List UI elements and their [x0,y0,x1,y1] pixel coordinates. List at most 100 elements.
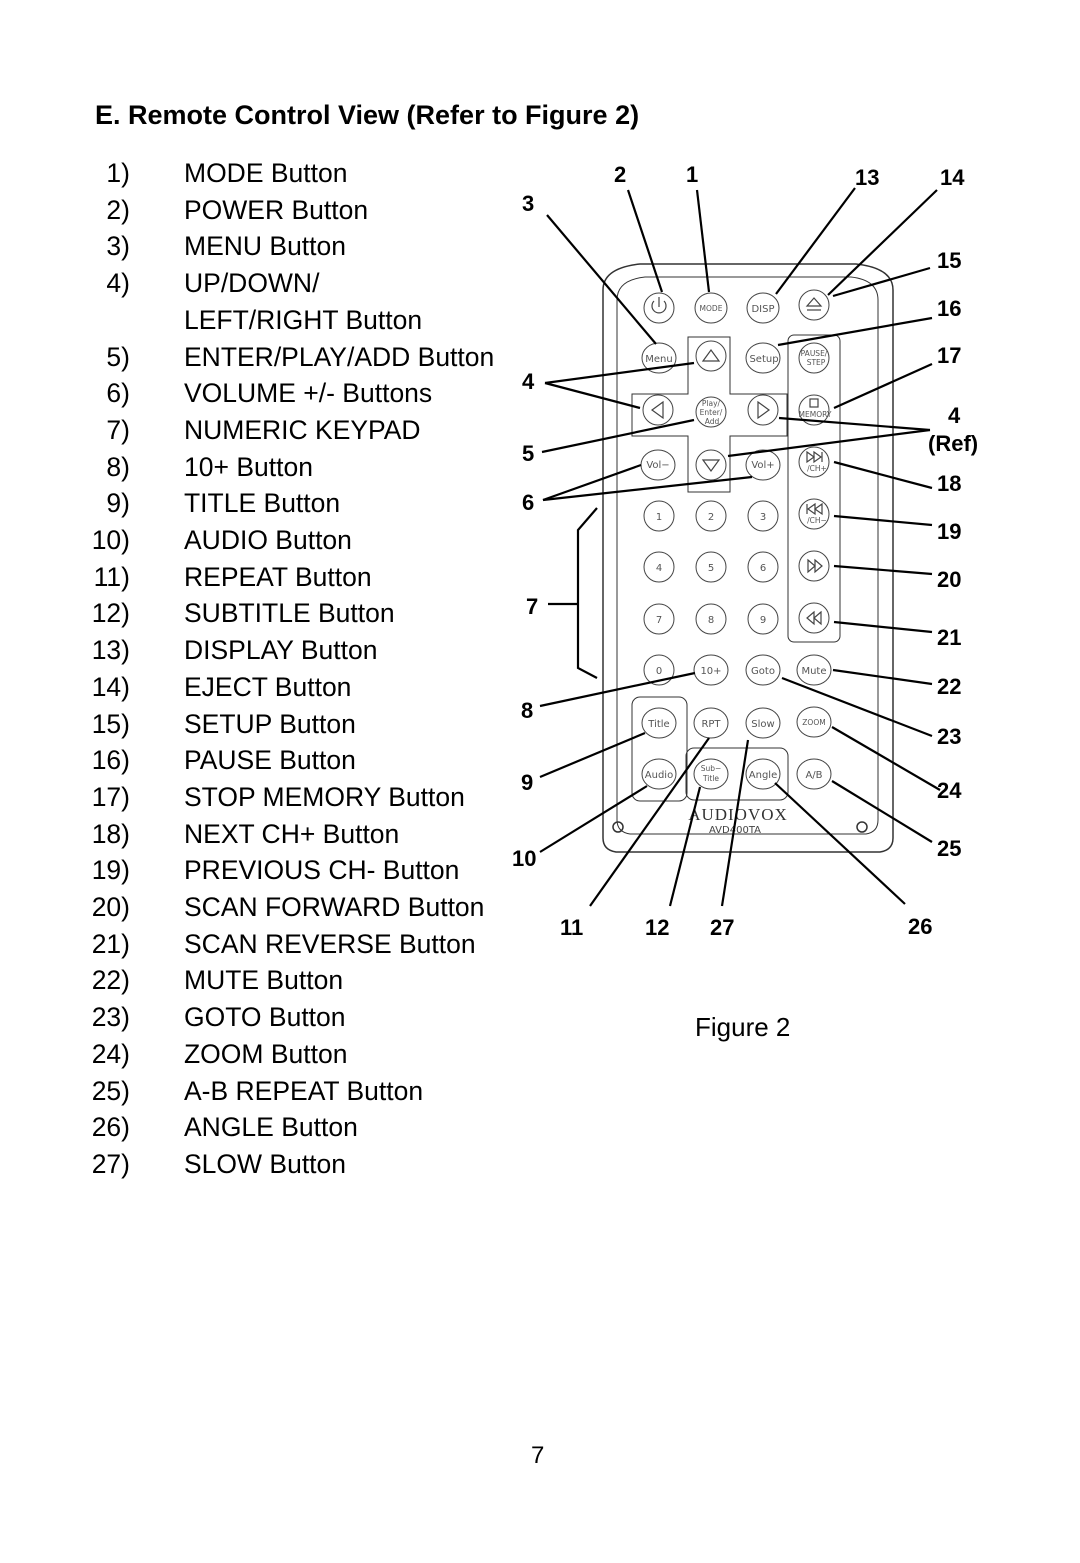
svg-text:9: 9 [521,770,533,795]
disp-button [746,292,780,324]
list-item: 14)EJECT Button [0,669,560,705]
brand-logo: AUDIOVOX [688,805,788,824]
svg-text:4: 4 [948,403,961,428]
up-arrow-icon [701,348,721,362]
fast-forward-icon [807,558,823,574]
item-label: ZOOM Button [184,1038,348,1069]
item-label: PAUSE Button [184,745,356,776]
section-heading: E. Remote Control View (Refer to Figure … [95,100,640,130]
pause-button [798,342,830,374]
item-label: MENU Button [184,231,347,262]
item-label: ANGLE Button [184,1112,358,1143]
list-item: 5)ENTER/PLAY/ADD Button [0,339,560,375]
item-number: 18) [91,818,130,849]
prev-ch-button [798,498,830,530]
left-button [642,394,674,426]
down-button [695,449,727,481]
svg-text:3: 3 [760,512,766,523]
svg-text:6: 6 [760,563,766,574]
svg-text:Audio: Audio [645,770,673,781]
rewind-icon [806,610,822,626]
callout-numbers: 2 1 13 14 3 15 16 17 4 4 (Ref) 5 18 6 19… [512,162,978,940]
item-label: PREVIOUS CH- Button [184,855,460,886]
svg-text:/CH+: /CH+ [807,464,827,473]
item-label: VOLUME +/- Buttons [184,378,433,409]
leader-lines [539,187,941,907]
item-label: MODE Button [184,158,348,188]
item-label: GOTO Button [184,1002,346,1033]
right-arrow-icon [757,400,771,420]
model-label: AVD400TA [709,825,761,836]
next-ch-button [798,446,830,478]
item-number: 14) [91,671,130,702]
item-number: 1) [106,158,130,188]
svg-text:MEMORY: MEMORY [799,410,832,419]
svg-text:Setup: Setup [749,354,778,365]
svg-text:10+: 10+ [700,666,721,677]
item-number: 26) [91,1112,130,1143]
next-icon [806,450,823,464]
svg-text:8: 8 [708,615,714,626]
svg-text:8: 8 [521,698,533,723]
svg-text:12: 12 [645,915,669,940]
list-item: 13)DISPLAY Button [0,632,560,668]
svg-text:RPT: RPT [701,719,721,730]
item-number: 23) [91,1002,130,1033]
scan-reverse-button [798,602,830,634]
list-item: 4)UP/DOWN/ [0,265,560,301]
rpt-button [693,707,729,739]
item-label: UP/DOWN/ [184,268,320,299]
svg-text:5: 5 [708,563,714,574]
power-icon [651,297,667,314]
eject-icon [805,297,823,311]
item-number: 13) [91,635,130,666]
svg-text:5: 5 [522,441,534,466]
setup-button [745,342,781,374]
svg-text:Slow: Slow [751,719,774,730]
svg-text:6: 6 [522,490,534,515]
item-number: 8) [106,451,130,482]
svg-text:PAUSE/: PAUSE/ [801,349,828,358]
svg-text:ZOOM: ZOOM [802,718,825,727]
item-label: SETUP Button [184,708,356,739]
list-item: 3)MENU Button [0,228,560,264]
up-button [695,340,727,372]
svg-text:16: 16 [937,296,961,321]
ab-button [796,758,832,790]
list-item: 25)A-B REPEAT Button [0,1073,560,1109]
svg-text:Sub−: Sub− [701,764,722,773]
list-item: 16)PAUSE Button [0,742,560,778]
item-number: 2) [106,194,130,225]
list-item: LEFT/RIGHT Button [0,302,560,338]
item-label: SCAN REVERSE Button [184,928,476,959]
list-item: 26) ANGLE Button [0,1109,560,1145]
svg-text:Play/: Play/ [702,399,721,408]
list-item: 11)REPEAT Button [0,559,560,595]
item-number: 27) [91,1148,130,1179]
right-button [747,394,779,426]
list-item: 20)SCAN FORWARD Button [0,889,560,925]
item-label: SUBTITLE Button [184,598,395,629]
list-item: 9)TITLE Button [0,485,560,521]
svg-text:27: 27 [710,915,734,940]
svg-text:22: 22 [937,674,961,699]
list-item: 2)POWER Button [0,192,560,228]
svg-text:1: 1 [656,512,662,523]
svg-text:4: 4 [522,369,535,394]
list-item: 15)SETUP Button [0,706,560,742]
item-number: 5) [106,341,130,372]
button-labels: MODE DISP Menu Setup PAUSE/ STEP Play/ E… [645,304,832,783]
slow-button [745,707,781,739]
svg-text:A/B: A/B [805,770,822,781]
previous-icon [806,502,823,516]
svg-text:Vol+: Vol+ [751,460,774,471]
svg-text:Mute: Mute [801,666,826,677]
item-label: MUTE Button [184,965,344,996]
svg-text:7: 7 [526,594,538,619]
svg-text:MODE: MODE [700,304,723,313]
svg-text:DISP: DISP [751,304,774,315]
svg-text:11: 11 [560,915,583,940]
list-item: 8)10+ Button [0,449,560,485]
svg-text:2: 2 [708,512,714,523]
svg-text:0: 0 [656,666,662,677]
